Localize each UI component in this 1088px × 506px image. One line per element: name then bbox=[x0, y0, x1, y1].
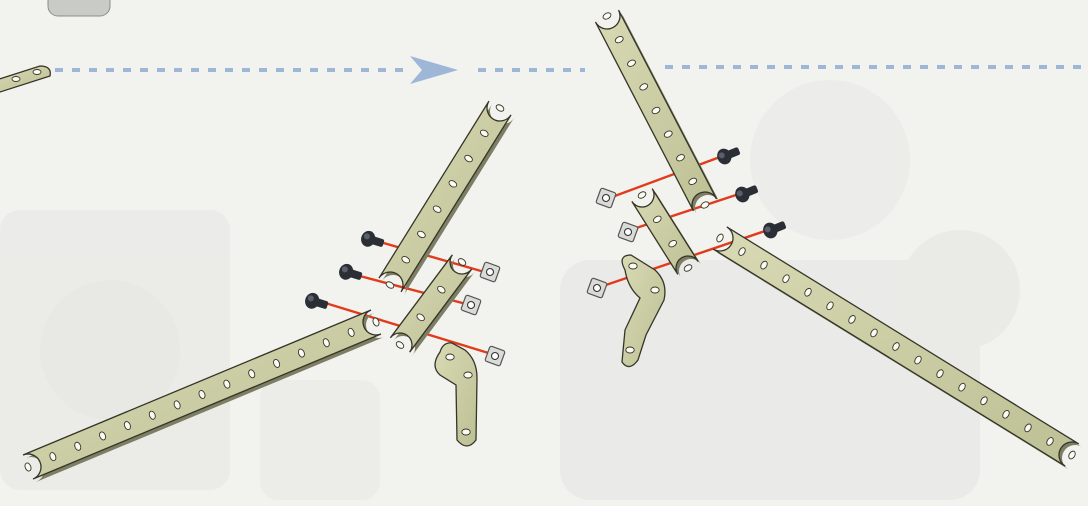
strip-hole bbox=[715, 233, 724, 243]
strip-face bbox=[379, 101, 511, 292]
bolt-icon bbox=[761, 217, 788, 240]
strip-end-hole bbox=[12, 77, 20, 82]
bolt-icon bbox=[359, 229, 386, 251]
bracket-hole bbox=[651, 287, 659, 293]
angle-bracket-right bbox=[622, 255, 665, 367]
nut-icon bbox=[618, 222, 639, 243]
bolt-icon bbox=[733, 181, 760, 204]
nut-icon bbox=[461, 295, 482, 316]
angle-bracket-left bbox=[435, 343, 477, 446]
strip-hole bbox=[637, 190, 647, 199]
arrow-right-icon bbox=[410, 56, 458, 84]
strip-end-part bbox=[0, 66, 50, 92]
bracket-face bbox=[435, 343, 477, 446]
strip-hole bbox=[495, 103, 505, 112]
nut-icon bbox=[587, 278, 608, 299]
nut-icon bbox=[485, 346, 506, 367]
strip-hole bbox=[395, 340, 405, 350]
bolt-icon bbox=[303, 291, 330, 313]
cylinder-part bbox=[48, 0, 110, 16]
bracket-hole bbox=[629, 263, 637, 269]
strip-hole bbox=[602, 12, 612, 21]
bracket-hole bbox=[446, 354, 454, 360]
nut-icon bbox=[480, 262, 501, 283]
bolt-icon bbox=[715, 143, 742, 166]
bolt-icon bbox=[337, 262, 364, 284]
bracket-hole bbox=[464, 372, 472, 378]
strip-hole bbox=[700, 201, 710, 210]
nut-icon bbox=[596, 188, 617, 209]
strip-hole bbox=[1067, 450, 1076, 460]
strip-end-body bbox=[0, 66, 50, 92]
bracket-hole bbox=[462, 429, 470, 435]
bracket-hole bbox=[626, 347, 634, 353]
long-strip-left bbox=[23, 310, 384, 482]
strip-hole bbox=[683, 263, 693, 272]
angled-strip-right bbox=[595, 10, 719, 214]
strip-hole bbox=[24, 462, 32, 472]
strip-end-hole bbox=[33, 70, 41, 75]
long-strip-right bbox=[713, 227, 1082, 469]
